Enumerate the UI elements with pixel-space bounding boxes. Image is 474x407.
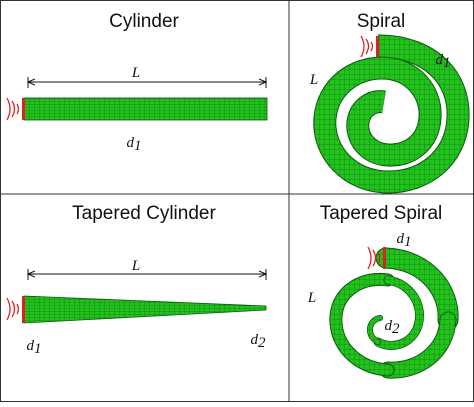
length-label: L bbox=[307, 290, 316, 306]
end-diameter-label: d2 bbox=[385, 318, 401, 337]
panel-tapered-spiral: Tapered Spiral d1 L d2 bbox=[307, 203, 459, 379]
panel-tapered-cylinder: Tapered Cylinder L d1 d2 bbox=[6, 203, 267, 357]
tapered-cylinder-rod bbox=[23, 295, 267, 324]
actuator-base bbox=[22, 98, 25, 120]
panel-title: Tapered Cylinder bbox=[72, 203, 216, 224]
actuator-wave-icon bbox=[6, 97, 20, 121]
spiral-rod bbox=[314, 35, 469, 193]
cylinder-rod bbox=[23, 97, 268, 121]
start-diameter-label: d1 bbox=[27, 338, 42, 357]
end-diameter-label: d2 bbox=[251, 332, 267, 351]
actuator-base bbox=[376, 36, 379, 57]
panel-title: Tapered Spiral bbox=[320, 203, 443, 224]
length-label: L bbox=[131, 258, 140, 274]
actuator-wave-icon bbox=[360, 35, 374, 58]
actuator-base bbox=[22, 296, 25, 323]
actuator-wave-icon bbox=[367, 246, 381, 270]
diameter-label: d1 bbox=[436, 52, 451, 71]
panel-spiral: Spiral L d1 bbox=[309, 11, 470, 194]
panel-title: Spiral bbox=[357, 11, 406, 32]
tapered-spiral-rod bbox=[329, 247, 459, 379]
actuator-wave-icon bbox=[6, 297, 20, 321]
actuator-base bbox=[383, 247, 386, 269]
panel-title: Cylinder bbox=[109, 11, 179, 32]
diameter-label: d1 bbox=[127, 135, 142, 154]
length-label: L bbox=[309, 72, 318, 88]
length-label: L bbox=[131, 65, 140, 81]
panel-cylinder: Cylinder L d1 bbox=[6, 11, 268, 154]
start-diameter-label: d1 bbox=[397, 231, 412, 250]
